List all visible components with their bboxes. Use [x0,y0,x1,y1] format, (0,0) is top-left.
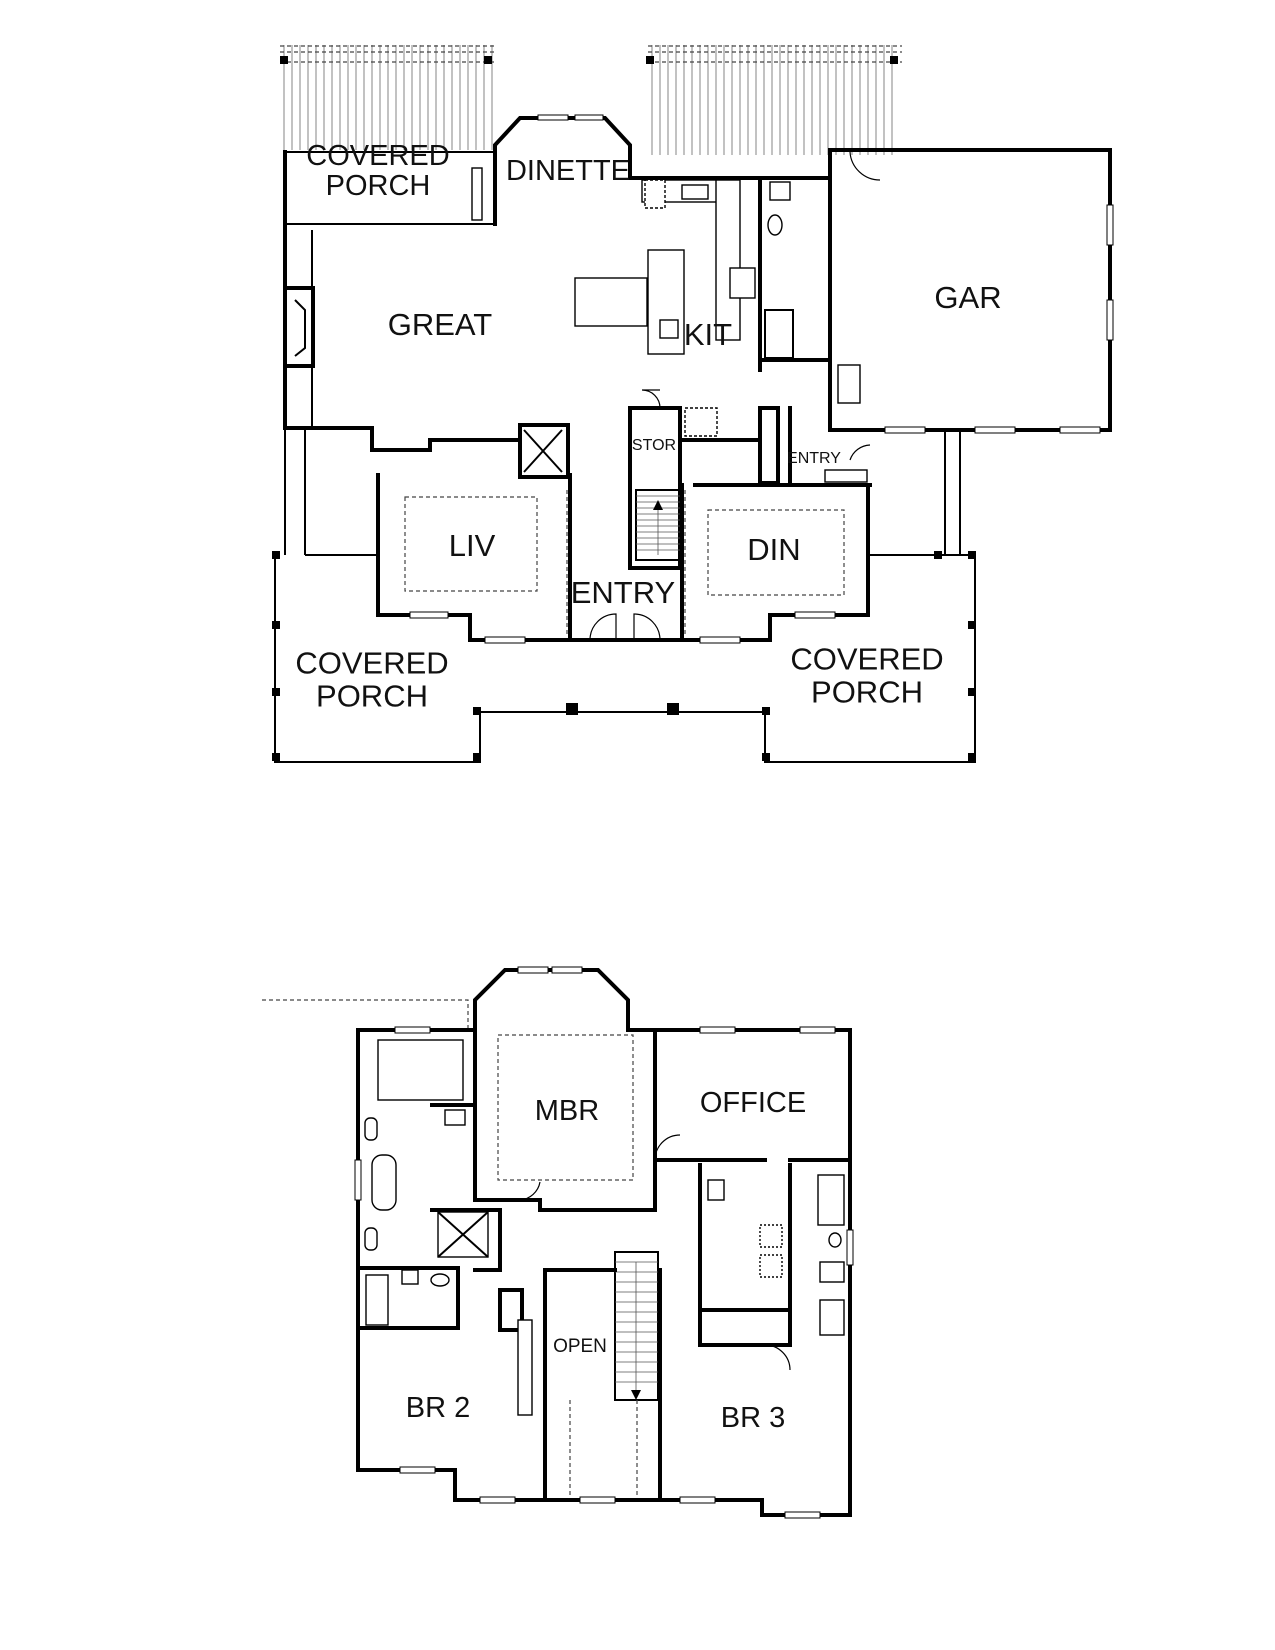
label-mbr: MBR [535,1095,599,1127]
label-stor: STOR [632,437,676,454]
master-bath [356,1039,502,1330]
entry-main-area [566,490,686,642]
label-br3: BR 3 [721,1402,785,1434]
br3-room [698,1308,792,1371]
label-line: COVERED [306,140,449,172]
din-room [680,483,870,644]
label-line: PORCH [811,674,923,709]
label-entry-main: ENTRY [571,575,676,610]
label-gar: GAR [934,280,1001,315]
label-entry-side: ENTRY [787,450,841,467]
label-line: COVERED [790,642,943,677]
label-din: DIN [747,532,800,567]
dinette-bay [493,114,632,180]
mbr-room [473,1028,657,1212]
label-great: GREAT [388,307,493,342]
label-liv: LIV [449,528,496,563]
kitchen [574,176,832,372]
roof-outline [262,999,469,1028]
label-kit: KIT [684,317,732,352]
label-br2: BR 2 [406,1392,470,1424]
label-office: OFFICE [700,1087,806,1119]
pergola-right [646,45,902,155]
office-bath [698,1163,845,1347]
front-porch [272,430,976,763]
pergola-left [280,45,497,150]
great-room-walls [283,158,497,430]
label-line: PORCH [326,170,431,202]
label-dinette: DINETTE [506,155,630,187]
office-room [653,1028,852,1162]
liv-room [376,473,572,644]
first-floor-plan [272,45,1114,763]
second-floor-plan [262,966,854,1519]
stairs-second [614,1251,659,1401]
label-line: COVERED [295,646,448,681]
label-open: OPEN [553,1336,607,1357]
stairs-first [635,489,681,561]
second-floor-walls [354,1026,854,1519]
label-line: PORCH [316,678,428,713]
open-area [498,1268,638,1495]
garage [828,148,1114,434]
mbr-bay [473,966,630,1032]
